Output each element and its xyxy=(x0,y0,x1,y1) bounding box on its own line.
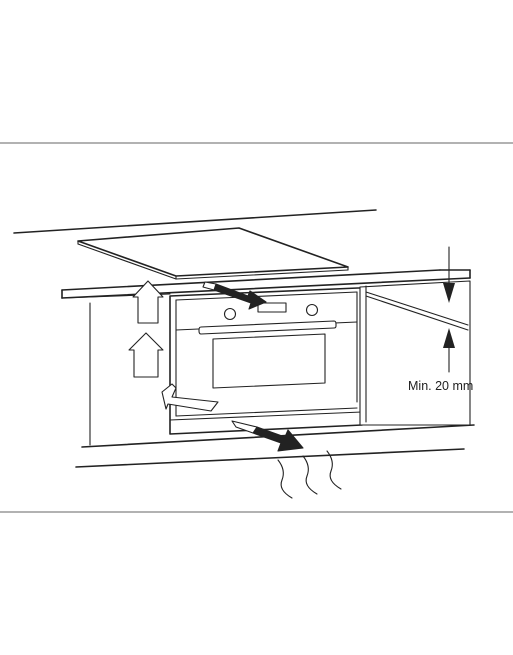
air-arrow-top-tail xyxy=(202,281,217,291)
heat-wave-1-icon xyxy=(277,459,293,499)
arrow-down-icon xyxy=(443,283,455,303)
floor-front-line xyxy=(75,448,465,468)
air-arrow-up-1-icon xyxy=(132,280,164,324)
air-arrow-top-solid-icon xyxy=(213,283,267,310)
oven-door-handle xyxy=(198,320,337,335)
knob-left-icon xyxy=(223,307,237,321)
oven-window xyxy=(212,333,326,389)
air-arrow-diagonal-icon xyxy=(161,383,219,412)
air-arrow-bottom-tail xyxy=(231,420,258,434)
knob-right-icon xyxy=(305,303,319,317)
gap-line-upper xyxy=(365,295,469,331)
oven-bottom-edge xyxy=(175,407,358,417)
heat-wave-2-icon xyxy=(302,455,318,495)
worktop-back-edge xyxy=(61,269,441,291)
display-panel xyxy=(257,302,287,313)
gap-line-lower xyxy=(365,291,469,326)
wall-top-edge xyxy=(13,209,377,234)
measurement-label: Min. 20 mm xyxy=(408,379,473,393)
cooktop xyxy=(77,227,349,277)
air-arrow-up-2-icon xyxy=(128,332,164,378)
arrow-up-icon xyxy=(443,328,455,348)
cooktop-edge-front xyxy=(77,243,177,280)
oven-inner-top xyxy=(175,291,358,301)
plinth-top xyxy=(169,411,363,421)
heat-wave-3-icon xyxy=(326,450,342,490)
worktop-front-edge xyxy=(61,277,471,299)
right-cabinet xyxy=(359,280,471,426)
cooktop-edge-right xyxy=(175,269,349,280)
air-arrow-bottom-solid-icon xyxy=(252,426,304,452)
